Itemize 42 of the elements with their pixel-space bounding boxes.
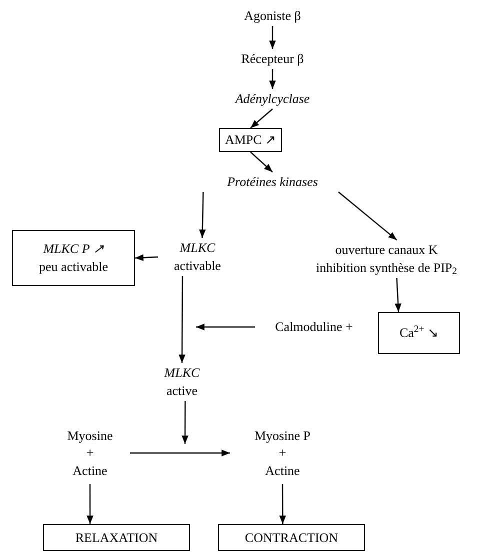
node-label: Récepteur β xyxy=(241,50,304,68)
node-label: MLKC xyxy=(180,239,216,257)
arrow xyxy=(394,278,402,312)
result-box xyxy=(218,524,365,551)
arrow xyxy=(269,26,276,49)
process-box xyxy=(219,128,282,152)
node-label: Calmoduline + xyxy=(275,318,353,336)
box-text: RELAXATION xyxy=(75,528,158,546)
node-label: ouverture canaux K xyxy=(335,241,438,259)
arrow xyxy=(199,192,206,238)
arrow xyxy=(279,484,286,524)
arrow xyxy=(130,450,230,456)
node-label: activable xyxy=(174,257,221,275)
node-label: inhibition synthèse de PIP$_{2}$ xyxy=(316,259,457,277)
arrow xyxy=(134,254,158,261)
arrow xyxy=(250,108,273,128)
node-label: + xyxy=(278,444,286,462)
arrow xyxy=(250,152,273,172)
arrow xyxy=(86,484,94,524)
box-text: peu activable xyxy=(39,258,108,276)
node-label: + xyxy=(86,444,94,462)
arrow xyxy=(182,401,188,444)
box-text: CONTRACTION xyxy=(244,528,338,546)
node-label: Myosine P xyxy=(254,426,310,444)
process-box xyxy=(12,230,135,286)
arrow xyxy=(269,69,276,89)
result-box xyxy=(43,524,190,551)
arrow xyxy=(178,276,186,363)
node-label: Actine xyxy=(72,462,108,480)
process-box xyxy=(378,312,460,354)
node-label: Actine xyxy=(265,462,300,480)
node-label: Adénylcyclase xyxy=(235,90,310,108)
node-label: Agoniste β xyxy=(244,7,301,25)
box-text: MLKC P ↗ xyxy=(43,240,104,258)
node-label: Myosine xyxy=(67,426,113,444)
arrow xyxy=(338,192,398,240)
box-text: AMPC ↗ xyxy=(224,131,276,149)
node-label: active xyxy=(166,382,198,400)
arrow xyxy=(196,324,255,330)
node-label: MLKC xyxy=(164,364,200,382)
node-label: Protéines kinases xyxy=(227,173,318,191)
box-text: Ca$^{2+}$ ↘ xyxy=(399,324,439,342)
